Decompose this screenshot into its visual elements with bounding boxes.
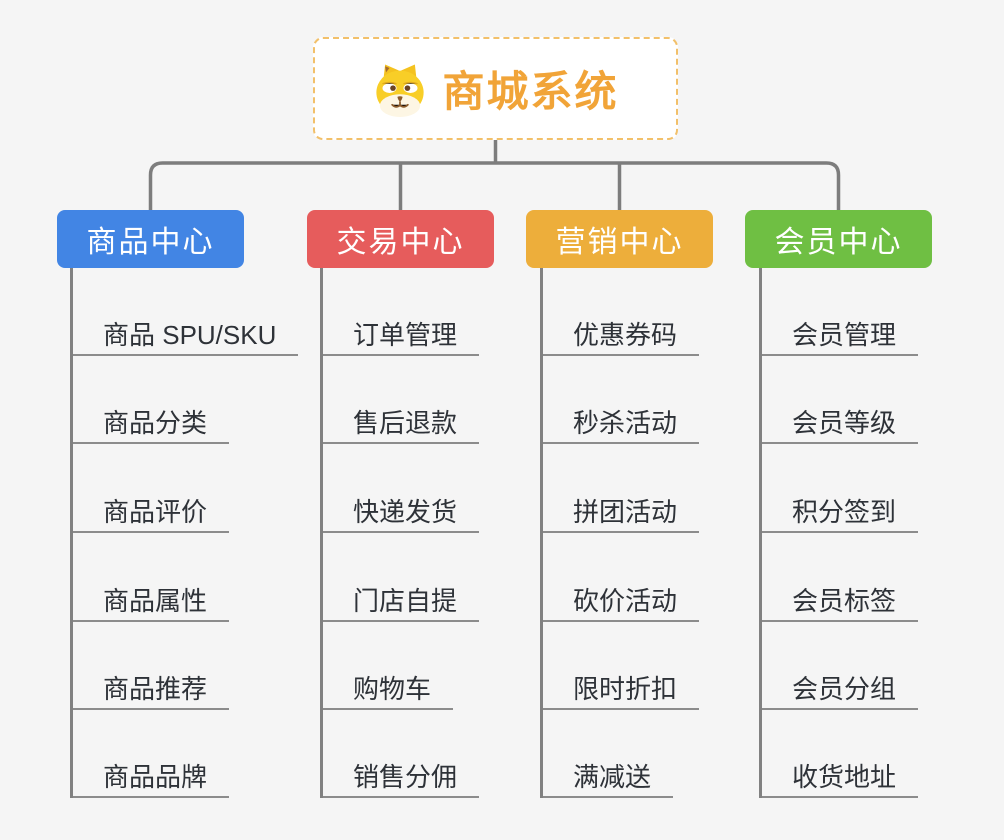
- leaf-topic[interactable]: 商品评价: [73, 497, 230, 533]
- leaf-topic[interactable]: 满减送: [543, 762, 674, 798]
- branch-label: 营销中心: [555, 226, 684, 259]
- leaf-topic[interactable]: 拼团活动: [543, 497, 700, 533]
- branch-label: 会员中心: [774, 226, 903, 259]
- branch-column-member: 会员管理 会员等级 积分签到 会员标签 会员分组 收货地址: [759, 268, 919, 798]
- leaf-topic[interactable]: 限时折扣: [543, 674, 700, 710]
- leaf-topic[interactable]: 购物车: [323, 674, 454, 710]
- branch-node-product-center[interactable]: 商品中心: [57, 210, 244, 268]
- branch-label: 商品中心: [86, 226, 215, 259]
- branch-column-trade: 订单管理 售后退款 快递发货 门店自提 购物车 销售分佣: [320, 268, 480, 798]
- leaf-topic[interactable]: 销售分佣: [323, 762, 480, 798]
- leaf-topic[interactable]: 商品属性: [73, 586, 230, 622]
- branch-column-marketing: 优惠券码 秒杀活动 拼团活动 砍价活动 限时折扣 满减送: [540, 268, 700, 798]
- branch-label: 交易中心: [336, 226, 465, 259]
- branch-column-product: 商品 SPU/SKU 商品分类 商品评价 商品属性 商品推荐 商品品牌: [70, 268, 299, 798]
- leaf-topic[interactable]: 商品品牌: [73, 762, 230, 798]
- leaf-topic[interactable]: 收货地址: [762, 762, 919, 798]
- root-title: 商城系统: [442, 68, 619, 115]
- leaf-topic[interactable]: 秒杀活动: [543, 408, 700, 444]
- leaf-topic[interactable]: 会员等级: [762, 408, 919, 444]
- leaf-topic[interactable]: 商品分类: [73, 408, 230, 444]
- root-node[interactable]: 商城系统: [313, 37, 678, 140]
- branch-node-member-center[interactable]: 会员中心: [745, 210, 932, 268]
- branch-node-marketing-center[interactable]: 营销中心: [526, 210, 713, 268]
- leaf-topic[interactable]: 积分签到: [762, 497, 919, 533]
- leaf-topic[interactable]: 砍价活动: [543, 586, 700, 622]
- leaf-topic[interactable]: 会员标签: [762, 586, 919, 622]
- leaf-topic[interactable]: 商品 SPU/SKU: [73, 320, 299, 356]
- dog-face-icon: [372, 61, 428, 117]
- leaf-topic[interactable]: 门店自提: [323, 586, 480, 622]
- leaf-topic[interactable]: 商品推荐: [73, 674, 230, 710]
- leaf-topic[interactable]: 快递发货: [323, 497, 480, 533]
- leaf-topic[interactable]: 优惠券码: [543, 320, 700, 356]
- leaf-topic[interactable]: 会员分组: [762, 674, 919, 710]
- leaf-topic[interactable]: 售后退款: [323, 408, 480, 444]
- leaf-topic[interactable]: 会员管理: [762, 320, 919, 356]
- branch-node-trade-center[interactable]: 交易中心: [307, 210, 494, 268]
- leaf-topic[interactable]: 订单管理: [323, 320, 480, 356]
